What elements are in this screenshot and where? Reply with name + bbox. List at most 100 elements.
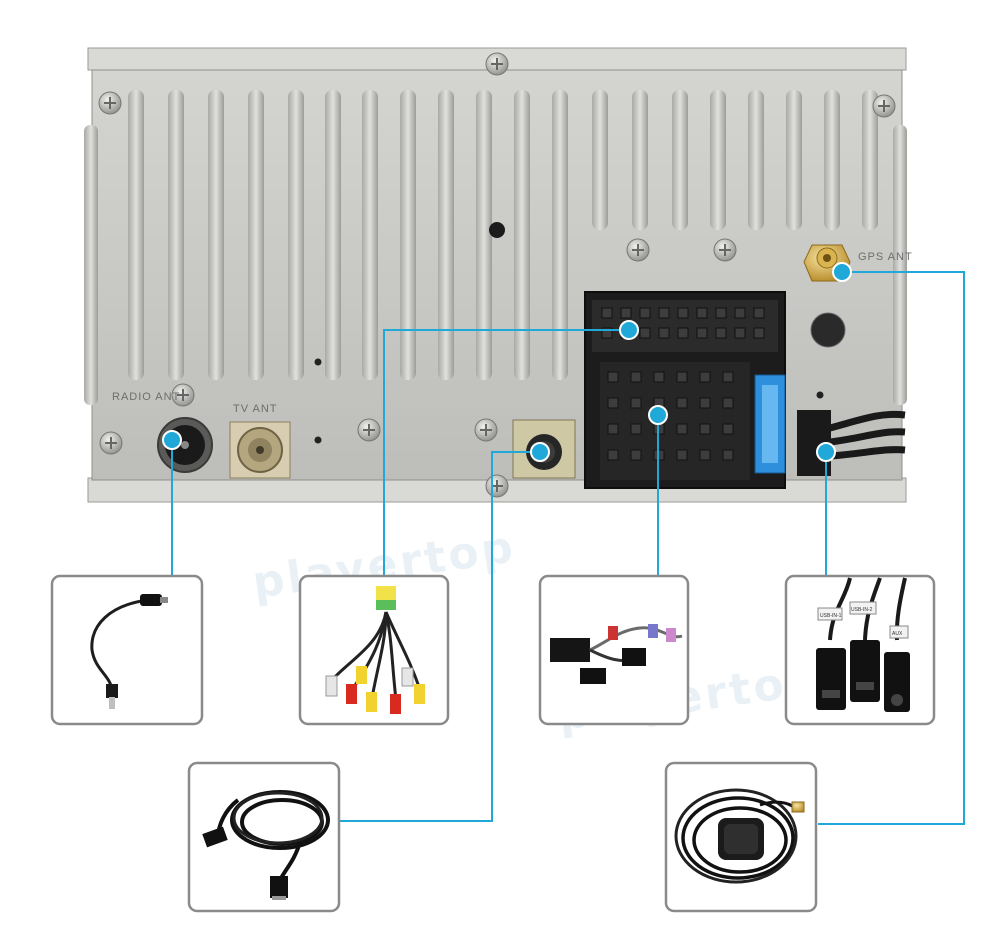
socket-pin <box>753 327 765 339</box>
heatsink-fin <box>672 90 688 230</box>
screw-icon <box>872 94 896 118</box>
tv-ant-label: TV ANT <box>233 403 278 415</box>
socket-pin <box>699 397 711 409</box>
screw-icon <box>357 418 381 442</box>
heatsink-fin <box>168 90 184 380</box>
usb-tag-2: USB-IN-2 <box>851 607 873 613</box>
socket-pin <box>677 307 689 319</box>
heatsink-fin <box>552 90 568 380</box>
socket-pin <box>696 307 708 319</box>
screw-icon <box>171 383 195 407</box>
mounting-hole <box>489 222 505 238</box>
radio-ant-label: RADIO ANT <box>112 391 180 403</box>
mounting-hole <box>314 358 322 366</box>
socket-pin <box>715 307 727 319</box>
socket-pins <box>601 307 765 339</box>
main-harness-socket <box>584 291 786 489</box>
head-unit-rear-panel: RADIO ANT TV ANT GPS ANT <box>84 47 913 503</box>
hub-dot-usb <box>816 442 836 462</box>
leader-lines <box>171 271 965 825</box>
socket-pin <box>676 423 688 435</box>
gps-antenna <box>674 788 805 884</box>
screw-icon <box>99 431 123 455</box>
heatsink-fin <box>710 90 726 230</box>
heatsink-fin <box>438 90 454 380</box>
socket-pin <box>677 327 689 339</box>
heatsink-fin <box>128 90 144 380</box>
heatsink-fin <box>748 90 764 230</box>
hub-dot-radio <box>162 430 182 450</box>
socket-pin <box>699 449 711 461</box>
heatsink-fin <box>514 90 530 380</box>
heatsink-fin <box>325 90 341 380</box>
socket-pin <box>722 423 734 435</box>
accessory-box-ipod-cable <box>187 761 341 913</box>
screw-icon <box>626 238 650 262</box>
antenna-adapter-cable <box>90 594 168 709</box>
socket-pin <box>630 397 642 409</box>
heatsink-fin <box>786 90 802 230</box>
usb-tag-1: USB-IN-1 <box>820 613 842 619</box>
heatsink-fin <box>400 90 416 380</box>
screw-icon <box>485 474 509 498</box>
heatsink-fin <box>824 90 840 230</box>
socket-pin <box>630 423 642 435</box>
socket-pin <box>630 371 642 383</box>
screw-icon <box>485 52 509 76</box>
socket-pin <box>601 327 613 339</box>
hub-dot-ipod <box>530 442 550 462</box>
accessory-box-canbus-harness <box>538 574 690 726</box>
ipod-cable <box>202 790 330 900</box>
mounting-hole <box>816 391 824 399</box>
socket-pin <box>620 307 632 319</box>
accessory-box-rca-harness <box>298 574 450 726</box>
tv-antenna-port: TV ANT <box>229 403 291 479</box>
socket-pin <box>607 397 619 409</box>
socket-pin <box>715 327 727 339</box>
screw-icon <box>713 238 737 262</box>
hub-dot-harness <box>648 405 668 425</box>
canbus-harness <box>550 624 683 684</box>
heatsink-fins <box>128 90 878 380</box>
rca-harness-cable <box>325 586 425 714</box>
heatsink-fin <box>592 90 608 230</box>
socket-pin <box>607 371 619 383</box>
socket-pin <box>658 327 670 339</box>
mounting-hole <box>314 436 322 444</box>
gps-ant-label: GPS ANT <box>858 251 913 263</box>
socket-pin <box>734 327 746 339</box>
aux-tag: AUX <box>892 631 903 637</box>
socket-pin <box>676 449 688 461</box>
heatsink-fin <box>862 90 878 230</box>
heatsink-fin <box>362 90 378 380</box>
accessory-box-radio-adapter <box>50 574 204 726</box>
heatsink-fin <box>632 90 648 230</box>
screw-icon <box>98 91 122 115</box>
hub-dot-av <box>619 320 639 340</box>
socket-pin <box>639 327 651 339</box>
hub-dot-gps <box>832 262 852 282</box>
accessory-box-usb-cables: USB-IN-1 USB-IN-2 AUX <box>784 574 936 726</box>
spare-hole <box>810 312 846 348</box>
socket-pin <box>722 397 734 409</box>
socket-pin <box>699 371 711 383</box>
heatsink-fin <box>288 90 304 380</box>
socket-pin <box>676 371 688 383</box>
socket-pin <box>653 371 665 383</box>
socket-pin <box>639 307 651 319</box>
socket-pin <box>722 371 734 383</box>
screw-icon <box>474 418 498 442</box>
socket-pin <box>601 307 613 319</box>
usb-cable-bundle: USB-IN-1 USB-IN-2 AUX <box>816 577 910 712</box>
heatsink-fin <box>248 90 264 380</box>
socket-pin <box>607 423 619 435</box>
socket-pin <box>607 449 619 461</box>
socket-pin <box>753 307 765 319</box>
socket-pin <box>630 449 642 461</box>
heatsink-fin <box>208 90 224 380</box>
socket-pin <box>696 327 708 339</box>
accessory-box-gps-antenna <box>664 761 818 913</box>
socket-pin <box>699 423 711 435</box>
socket-pin <box>658 307 670 319</box>
